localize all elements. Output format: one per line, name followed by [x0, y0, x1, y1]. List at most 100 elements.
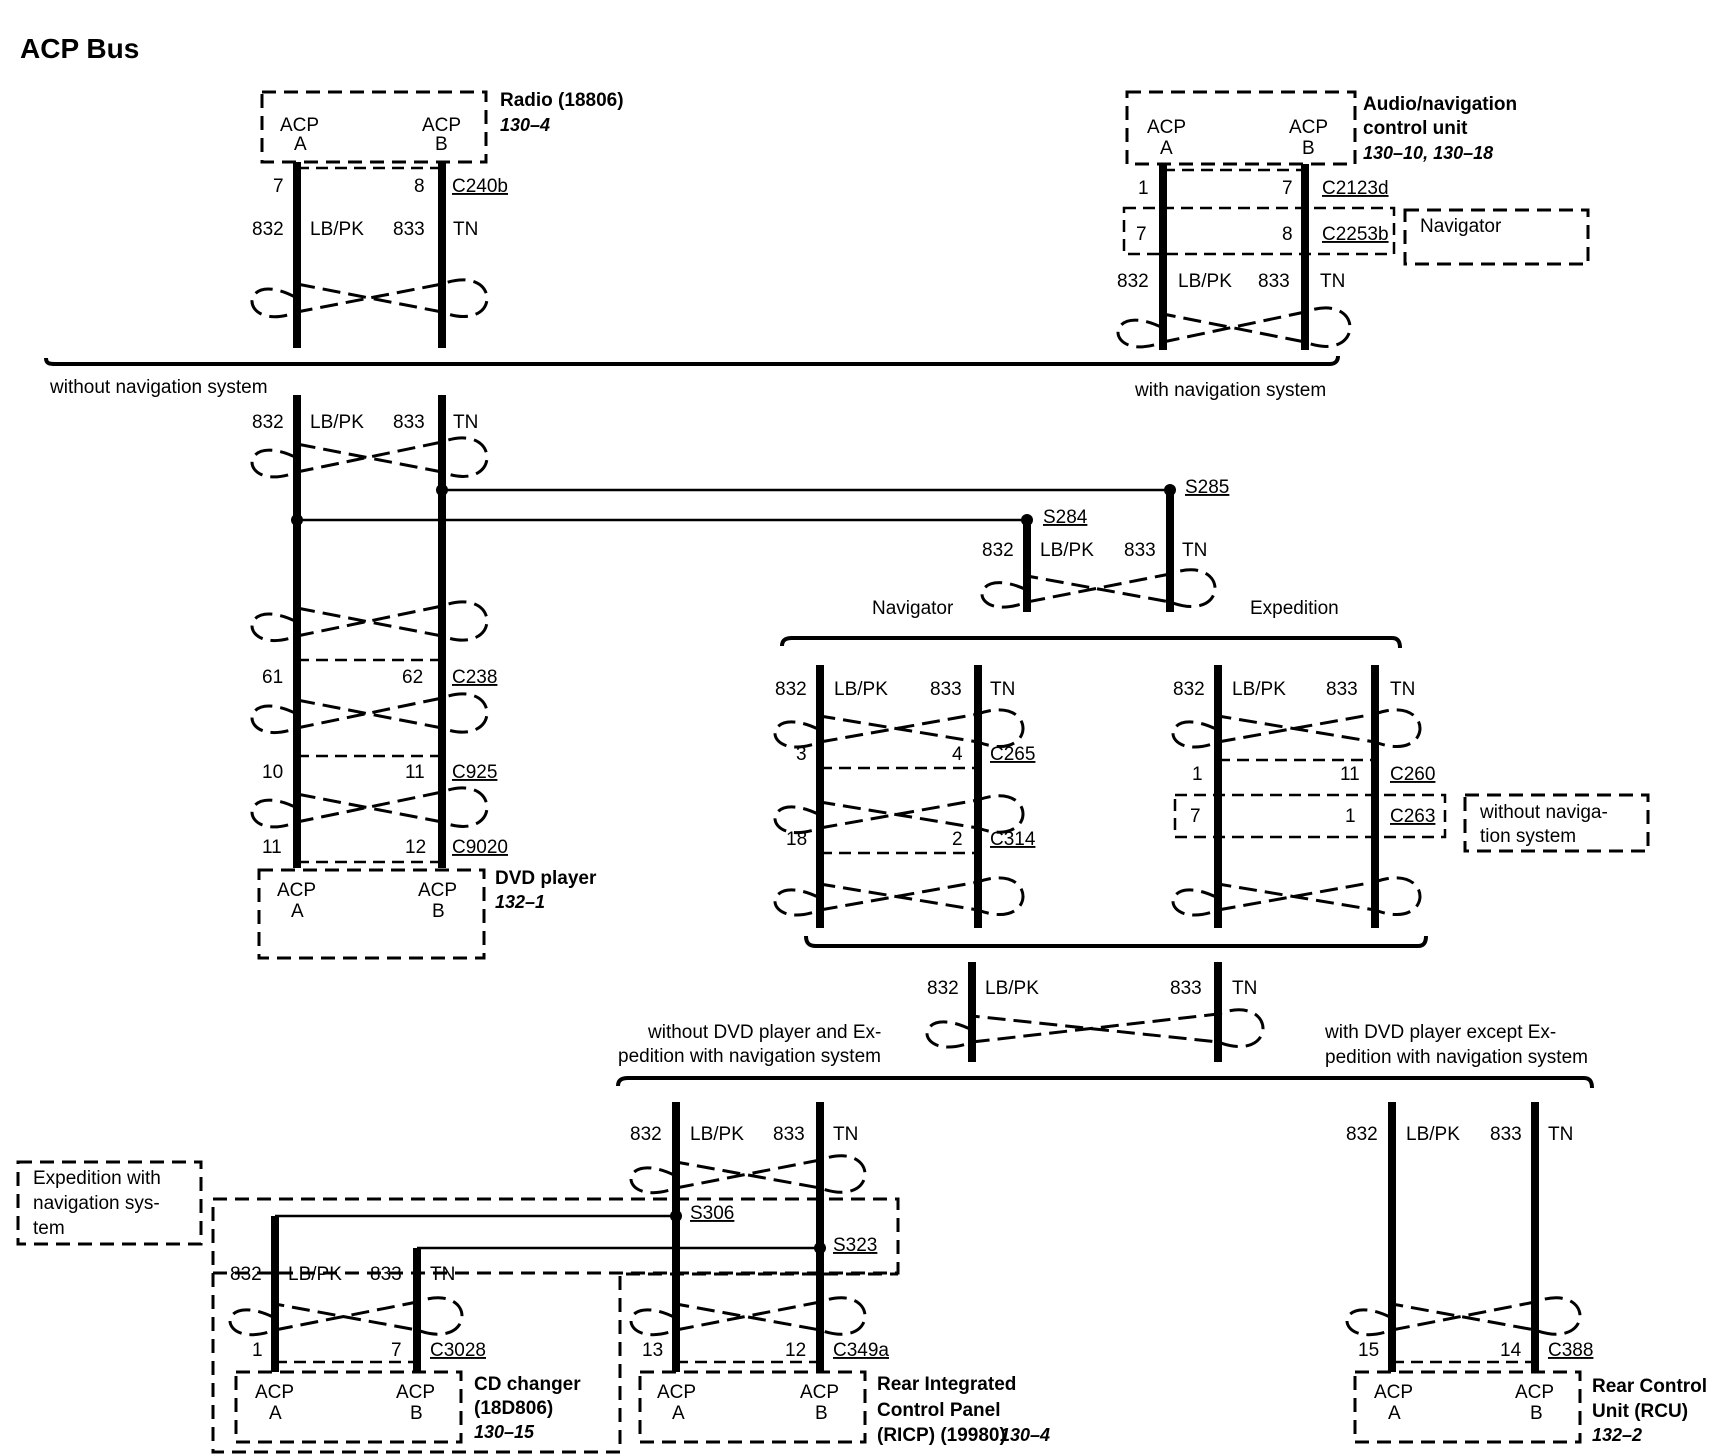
lower-right-branch-line2: pedition with navigation system — [1325, 1047, 1588, 1068]
ricp-module: ACP A ACP B Rear Integrated Control Pane… — [638, 1370, 1050, 1446]
ricp-box — [638, 1370, 867, 1444]
audio-nav-acp-a-label: ACP — [1147, 117, 1186, 138]
navigator-expedition-bar — [780, 636, 1402, 649]
rcu-pin-b-letter: B — [1530, 1403, 1543, 1424]
connector-c2123d: C2123d — [1322, 178, 1389, 199]
radio-pin-b-letter: B — [435, 134, 448, 155]
branch-without-nav: without navigation system — [49, 377, 268, 398]
expedition-nav-note-box — [16, 1160, 203, 1246]
audio-nav-color-lbpk: LB/PK — [1178, 271, 1232, 292]
connector-c925: C925 — [452, 762, 497, 783]
expedition-circuit-833: 833 — [1326, 679, 1358, 700]
audio-nav-color-tn: TN — [1320, 271, 1345, 292]
ricp-ref: 130–4 — [1000, 1425, 1050, 1445]
connector-c3028: C3028 — [430, 1340, 486, 1361]
connector-c263: C263 — [1390, 806, 1435, 827]
navigator-twisted-pair-3 — [773, 876, 1025, 917]
lower-branch-bar — [616, 1076, 1594, 1089]
audio-nav-circuit-832: 832 — [1117, 271, 1149, 292]
dvd-pin-b-letter: B — [432, 901, 445, 922]
audio-nav-twisted-pair — [1116, 306, 1352, 349]
rcu-circuit-832: 832 — [1346, 1124, 1378, 1145]
ricp-name-line1: Rear Integrated — [877, 1374, 1016, 1395]
dvd-box — [257, 868, 486, 960]
middle-twisted-pair — [925, 1008, 1265, 1049]
navigator-twisted-pair-1 — [773, 708, 1025, 749]
audio-nav-name-line2: control unit — [1363, 118, 1468, 139]
radio-twisted-pair — [250, 278, 489, 319]
cd-circuit-833: 833 — [370, 1264, 402, 1285]
c925-pin-10: 10 — [262, 762, 283, 783]
ricp-region-outline — [618, 1272, 898, 1422]
rcu-name-line1: Rear Control — [1592, 1376, 1707, 1397]
without-nav-note-box — [1463, 793, 1650, 853]
connector-c240b: C240b — [452, 176, 508, 197]
expedition-circuit-832: 832 — [1173, 679, 1205, 700]
rcu-color-lbpk: LB/PK — [1406, 1124, 1460, 1145]
navigator-circuit-833: 833 — [930, 679, 962, 700]
dvd-player-module: ACP A ACP B DVD player 132–1 — [257, 868, 597, 960]
ricp-circuit-832: 832 — [630, 1124, 662, 1145]
label-navigator: Navigator — [872, 598, 954, 619]
expedition-nav-note-line2: navigation sys- — [33, 1193, 160, 1214]
trunk-twisted-pair-2 — [250, 600, 489, 643]
middle-circuit-833: 833 — [1170, 978, 1202, 999]
expedition-color-tn: TN — [1390, 679, 1415, 700]
rcu-color-tn: TN — [1548, 1124, 1573, 1145]
rcu-module: ACP A ACP B Rear Control Unit (RCU) 132–… — [1353, 1370, 1707, 1445]
c388-pin-14: 14 — [1500, 1340, 1522, 1361]
trunk-circuit-832: 832 — [252, 412, 284, 433]
ricp-color-tn: TN — [833, 1124, 858, 1145]
cd-name-line2: (18D806) — [474, 1398, 553, 1419]
c349a-pin-12: 12 — [785, 1340, 806, 1361]
cd-box — [234, 1370, 463, 1444]
connector-c260: C260 — [1390, 764, 1435, 785]
dvd-acp-a-label: ACP — [277, 880, 316, 901]
navigator-note-box — [1403, 208, 1590, 266]
radio-circuit-832: 832 — [252, 219, 284, 240]
cd-changer-module: ACP A ACP B CD changer (18D806) 130–15 — [234, 1370, 581, 1444]
splice-circuit-833: 833 — [1124, 540, 1156, 561]
c388-pin-15: 15 — [1358, 1340, 1379, 1361]
c260-pin-1: 1 — [1192, 764, 1203, 785]
cd-ref: 130–15 — [474, 1422, 535, 1442]
expedition-twisted-pair-1 — [1171, 708, 1422, 749]
cd-color-tn: TN — [430, 1264, 455, 1285]
connector-c263-box — [1173, 793, 1447, 839]
audio-nav-acp-b-label: ACP — [1289, 117, 1328, 138]
middle-circuit-832: 832 — [927, 978, 959, 999]
ricp-name-line3: (RICP) (19980) — [877, 1425, 1006, 1446]
c265-pin-4: 4 — [952, 744, 963, 765]
cd-pin-b-letter: B — [410, 1403, 423, 1424]
radio-color-tn: TN — [453, 219, 478, 240]
radio-circuit-833: 833 — [393, 219, 425, 240]
connector-c238: C238 — [452, 667, 497, 688]
c314-pin-2: 2 — [952, 829, 963, 850]
connector-c388: C388 — [1548, 1340, 1593, 1361]
c263-pin-7: 7 — [1190, 806, 1201, 827]
rcu-pin-a-letter: A — [1388, 1403, 1401, 1424]
radio-box — [260, 90, 488, 164]
splice-color-tn: TN — [1182, 540, 1207, 561]
splice-s306: S306 — [690, 1203, 734, 1224]
branch-with-nav: with navigation system — [1134, 380, 1326, 401]
radio-ref: 130–4 — [500, 115, 550, 135]
splice-color-lbpk: LB/PK — [1040, 540, 1094, 561]
cd-name-line1: CD changer — [474, 1374, 581, 1395]
cd-color-lbpk: LB/PK — [288, 1264, 342, 1285]
middle-color-lbpk: LB/PK — [985, 978, 1039, 999]
audio-nav-pin-7: 7 — [1282, 178, 1293, 199]
c314-pin-18: 18 — [786, 829, 807, 850]
splice-twisted-pair — [980, 568, 1217, 609]
audio-nav-pin-a-letter: A — [1160, 138, 1173, 159]
navigator-circuit-832: 832 — [775, 679, 807, 700]
splice-s284: S284 — [1043, 507, 1088, 528]
trunk-twisted-pair-4 — [250, 786, 489, 829]
connector-c2253b: C2253b — [1322, 224, 1389, 245]
c265-pin-3: 3 — [796, 744, 807, 765]
expedition-color-lbpk: LB/PK — [1232, 679, 1286, 700]
c238-pin-62: 62 — [402, 667, 423, 688]
ricp-acp-b-label: ACP — [800, 1382, 839, 1403]
radio-acp-a-label: ACP — [280, 115, 319, 136]
radio-name: Radio (18806) — [500, 90, 624, 111]
